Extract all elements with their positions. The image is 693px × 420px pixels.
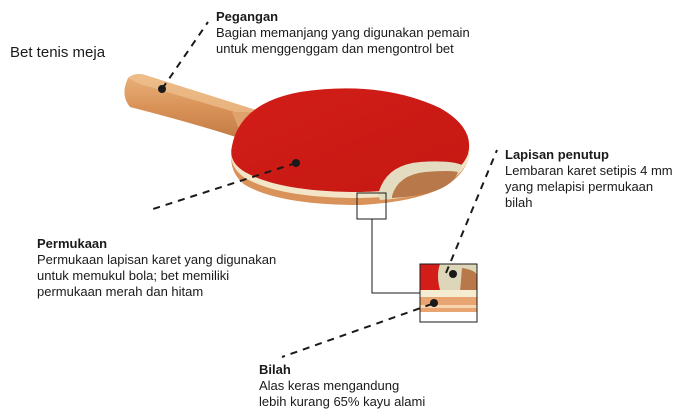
label-heading: Bilah xyxy=(259,362,291,377)
label-heading: Permukaan xyxy=(37,236,108,251)
detail-inset xyxy=(419,263,478,323)
label-desc-line: Lembaran karet setipis 4 mm xyxy=(505,163,673,178)
label-desc-line: Bagian memanjang yang digunakan pemain xyxy=(216,25,470,40)
label-bilah: Bilah Alas keras mengandung lebih kurang… xyxy=(259,362,425,410)
label-desc-line: Permukaan lapisan karet yang digunakan xyxy=(37,252,277,267)
label-desc-line: bilah xyxy=(505,195,533,210)
label-desc-line: lebih kurang 65% kayu alami xyxy=(259,394,426,409)
diagram-title: Bet tenis meja xyxy=(10,44,106,61)
label-desc-line: permukaan merah dan hitam xyxy=(37,284,204,299)
label-lapisan-penutup: Lapisan penutup Lembaran karet setipis 4… xyxy=(505,147,673,211)
label-pegangan: Pegangan Bagian memanjang yang digunakan… xyxy=(216,9,470,57)
leader-lines xyxy=(149,21,498,358)
label-heading: Lapisan penutup xyxy=(505,147,609,162)
label-desc-line: untuk memukul bola; bet memiliki xyxy=(37,268,230,283)
leader-dots xyxy=(158,85,457,307)
label-desc-line: untuk menggenggam dan mengontrol bet xyxy=(216,41,454,56)
label-desc-line: yang melapisi permukaan xyxy=(505,179,654,194)
blade xyxy=(231,88,470,205)
label-permukaan: Permukaan Permukaan lapisan karet yang d… xyxy=(37,236,276,300)
label-heading: Pegangan xyxy=(216,9,279,24)
label-desc-line: Alas keras mengandung xyxy=(259,378,400,393)
detail-connector xyxy=(371,219,420,294)
